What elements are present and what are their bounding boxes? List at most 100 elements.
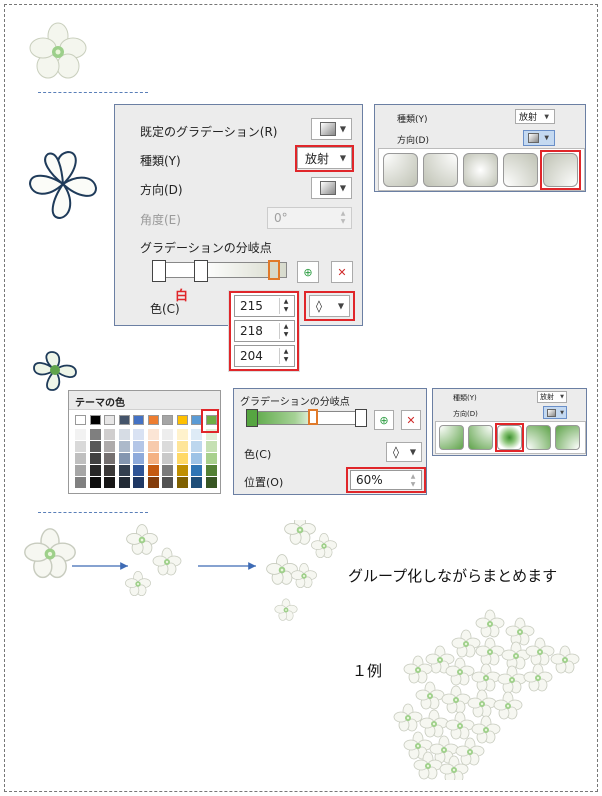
add-stop-button[interactable]: ⊕	[374, 410, 394, 430]
type-dropdown[interactable]: 放射▼	[537, 391, 567, 403]
theme-color-swatch[interactable]	[89, 415, 101, 425]
theme-shade-swatch[interactable]	[191, 429, 202, 440]
theme-color-swatch[interactable]	[147, 415, 159, 425]
theme-color-swatch[interactable]	[133, 415, 144, 425]
theme-shade-swatch[interactable]	[89, 441, 101, 452]
direction-preset[interactable]	[526, 425, 551, 450]
theme-shade-swatch[interactable]	[104, 441, 115, 452]
direction-preset-selected[interactable]	[543, 153, 578, 187]
direction-preset[interactable]	[468, 425, 493, 450]
theme-shade-swatch[interactable]	[147, 477, 159, 488]
theme-shade-swatch[interactable]	[89, 477, 101, 488]
angle-stepper[interactable]: 0°▲▼	[267, 207, 352, 229]
theme-shade-swatch[interactable]	[133, 453, 144, 464]
theme-shade-swatch[interactable]	[176, 465, 188, 476]
highlight-box	[540, 150, 581, 190]
theme-shade-swatch[interactable]	[104, 465, 115, 476]
theme-shade-swatch[interactable]	[147, 465, 159, 476]
theme-shade-swatch[interactable]	[118, 465, 130, 476]
green-value-stepper[interactable]: 218▲▼	[234, 320, 295, 342]
type-dropdown[interactable]: 放射▼	[515, 109, 555, 124]
direction-dropdown[interactable]: ▼	[543, 406, 567, 419]
theme-shade-swatch[interactable]	[191, 441, 202, 452]
theme-shade-swatch[interactable]	[118, 477, 130, 488]
theme-shade-swatch[interactable]	[118, 441, 130, 452]
theme-shade-swatch[interactable]	[205, 453, 217, 464]
theme-shade-swatch[interactable]	[89, 465, 101, 476]
remove-stop-button[interactable]: ✕	[331, 261, 353, 283]
theme-shade-swatch[interactable]	[205, 429, 217, 440]
theme-shade-swatch[interactable]	[133, 429, 144, 440]
theme-shade-swatch[interactable]	[205, 477, 217, 488]
chevron-down-icon: ▼	[544, 113, 549, 120]
red-value-stepper[interactable]: 215▲▼	[234, 295, 295, 317]
theme-color-swatch[interactable]	[118, 415, 130, 425]
theme-shade-swatch[interactable]	[162, 453, 173, 464]
theme-shade-swatch[interactable]	[176, 429, 188, 440]
gradient-stop-bar[interactable]	[248, 411, 365, 425]
direction-preset[interactable]	[383, 153, 418, 187]
theme-shade-swatch[interactable]	[104, 477, 115, 488]
theme-shade-swatch[interactable]	[205, 441, 217, 452]
theme-color-swatch[interactable]	[205, 415, 217, 425]
gradient-stop-handle[interactable]	[194, 260, 208, 282]
theme-shade-swatch[interactable]	[162, 429, 173, 440]
theme-shade-swatch[interactable]	[133, 477, 144, 488]
theme-shade-swatch[interactable]	[75, 477, 86, 488]
theme-shade-swatch[interactable]	[205, 465, 217, 476]
theme-shade-swatch[interactable]	[162, 465, 173, 476]
gradient-stop-handle[interactable]	[246, 409, 258, 427]
direction-preset[interactable]	[439, 425, 464, 450]
direction-preset-selected[interactable]	[497, 425, 522, 450]
direction-preset[interactable]	[423, 153, 458, 187]
theme-shade-swatch[interactable]	[75, 441, 86, 452]
type-dropdown[interactable]: 放射▼	[297, 147, 352, 169]
page-frame	[4, 4, 598, 792]
fill-color-dropdown[interactable]: ◊▼	[386, 442, 422, 462]
direction-preset[interactable]	[463, 153, 498, 187]
theme-shade-swatch[interactable]	[89, 429, 101, 440]
theme-shade-swatch[interactable]	[104, 429, 115, 440]
theme-shade-swatch[interactable]	[162, 441, 173, 452]
remove-stop-button[interactable]: ✕	[401, 410, 421, 430]
theme-shade-swatch[interactable]	[89, 453, 101, 464]
theme-shade-swatch[interactable]	[75, 429, 86, 440]
theme-shade-swatch[interactable]	[191, 465, 202, 476]
theme-color-swatch[interactable]	[162, 415, 173, 425]
theme-shade-swatch[interactable]	[147, 441, 159, 452]
theme-shade-swatch[interactable]	[75, 465, 86, 476]
blue-value-stepper[interactable]: 204▲▼	[234, 345, 295, 367]
theme-shade-swatch[interactable]	[191, 477, 202, 488]
gradient-stop-handle-selected[interactable]	[268, 260, 280, 280]
direction-dropdown[interactable]: ▼	[523, 130, 555, 146]
theme-shade-swatch[interactable]	[176, 441, 188, 452]
theme-color-swatch[interactable]	[104, 415, 115, 425]
add-stop-button[interactable]: ⊕	[297, 261, 319, 283]
gradient-stop-handle[interactable]	[152, 260, 166, 282]
preset-gradient-dropdown[interactable]: ▼	[311, 118, 352, 140]
fill-color-dropdown[interactable]: ◊▼	[309, 295, 350, 317]
theme-color-swatch[interactable]	[176, 415, 188, 425]
theme-shade-swatch[interactable]	[176, 453, 188, 464]
direction-dropdown[interactable]: ▼	[311, 177, 352, 199]
theme-shade-swatch[interactable]	[162, 477, 173, 488]
theme-color-swatch[interactable]	[75, 415, 86, 425]
theme-shade-swatch[interactable]	[191, 453, 202, 464]
preset-gradient-label: 既定のグラデーション(R)	[140, 125, 278, 139]
theme-shade-swatch[interactable]	[118, 429, 130, 440]
theme-shade-swatch[interactable]	[147, 429, 159, 440]
theme-shade-swatch[interactable]	[133, 465, 144, 476]
spinner-arrows-icon: ▲▼	[340, 210, 346, 225]
gradient-stop-handle-selected[interactable]	[308, 409, 318, 425]
theme-shade-swatch[interactable]	[104, 453, 115, 464]
theme-shade-swatch[interactable]	[176, 477, 188, 488]
add-stop-icon: ⊕	[379, 413, 389, 427]
direction-preset[interactable]	[555, 425, 580, 450]
theme-shade-swatch[interactable]	[133, 441, 144, 452]
theme-shade-swatch[interactable]	[75, 453, 86, 464]
theme-shade-swatch[interactable]	[118, 453, 130, 464]
direction-preset[interactable]	[503, 153, 538, 187]
theme-shade-swatch[interactable]	[147, 453, 159, 464]
position-stepper[interactable]: 60%▲▼	[350, 470, 422, 490]
gradient-stop-handle[interactable]	[355, 409, 367, 427]
